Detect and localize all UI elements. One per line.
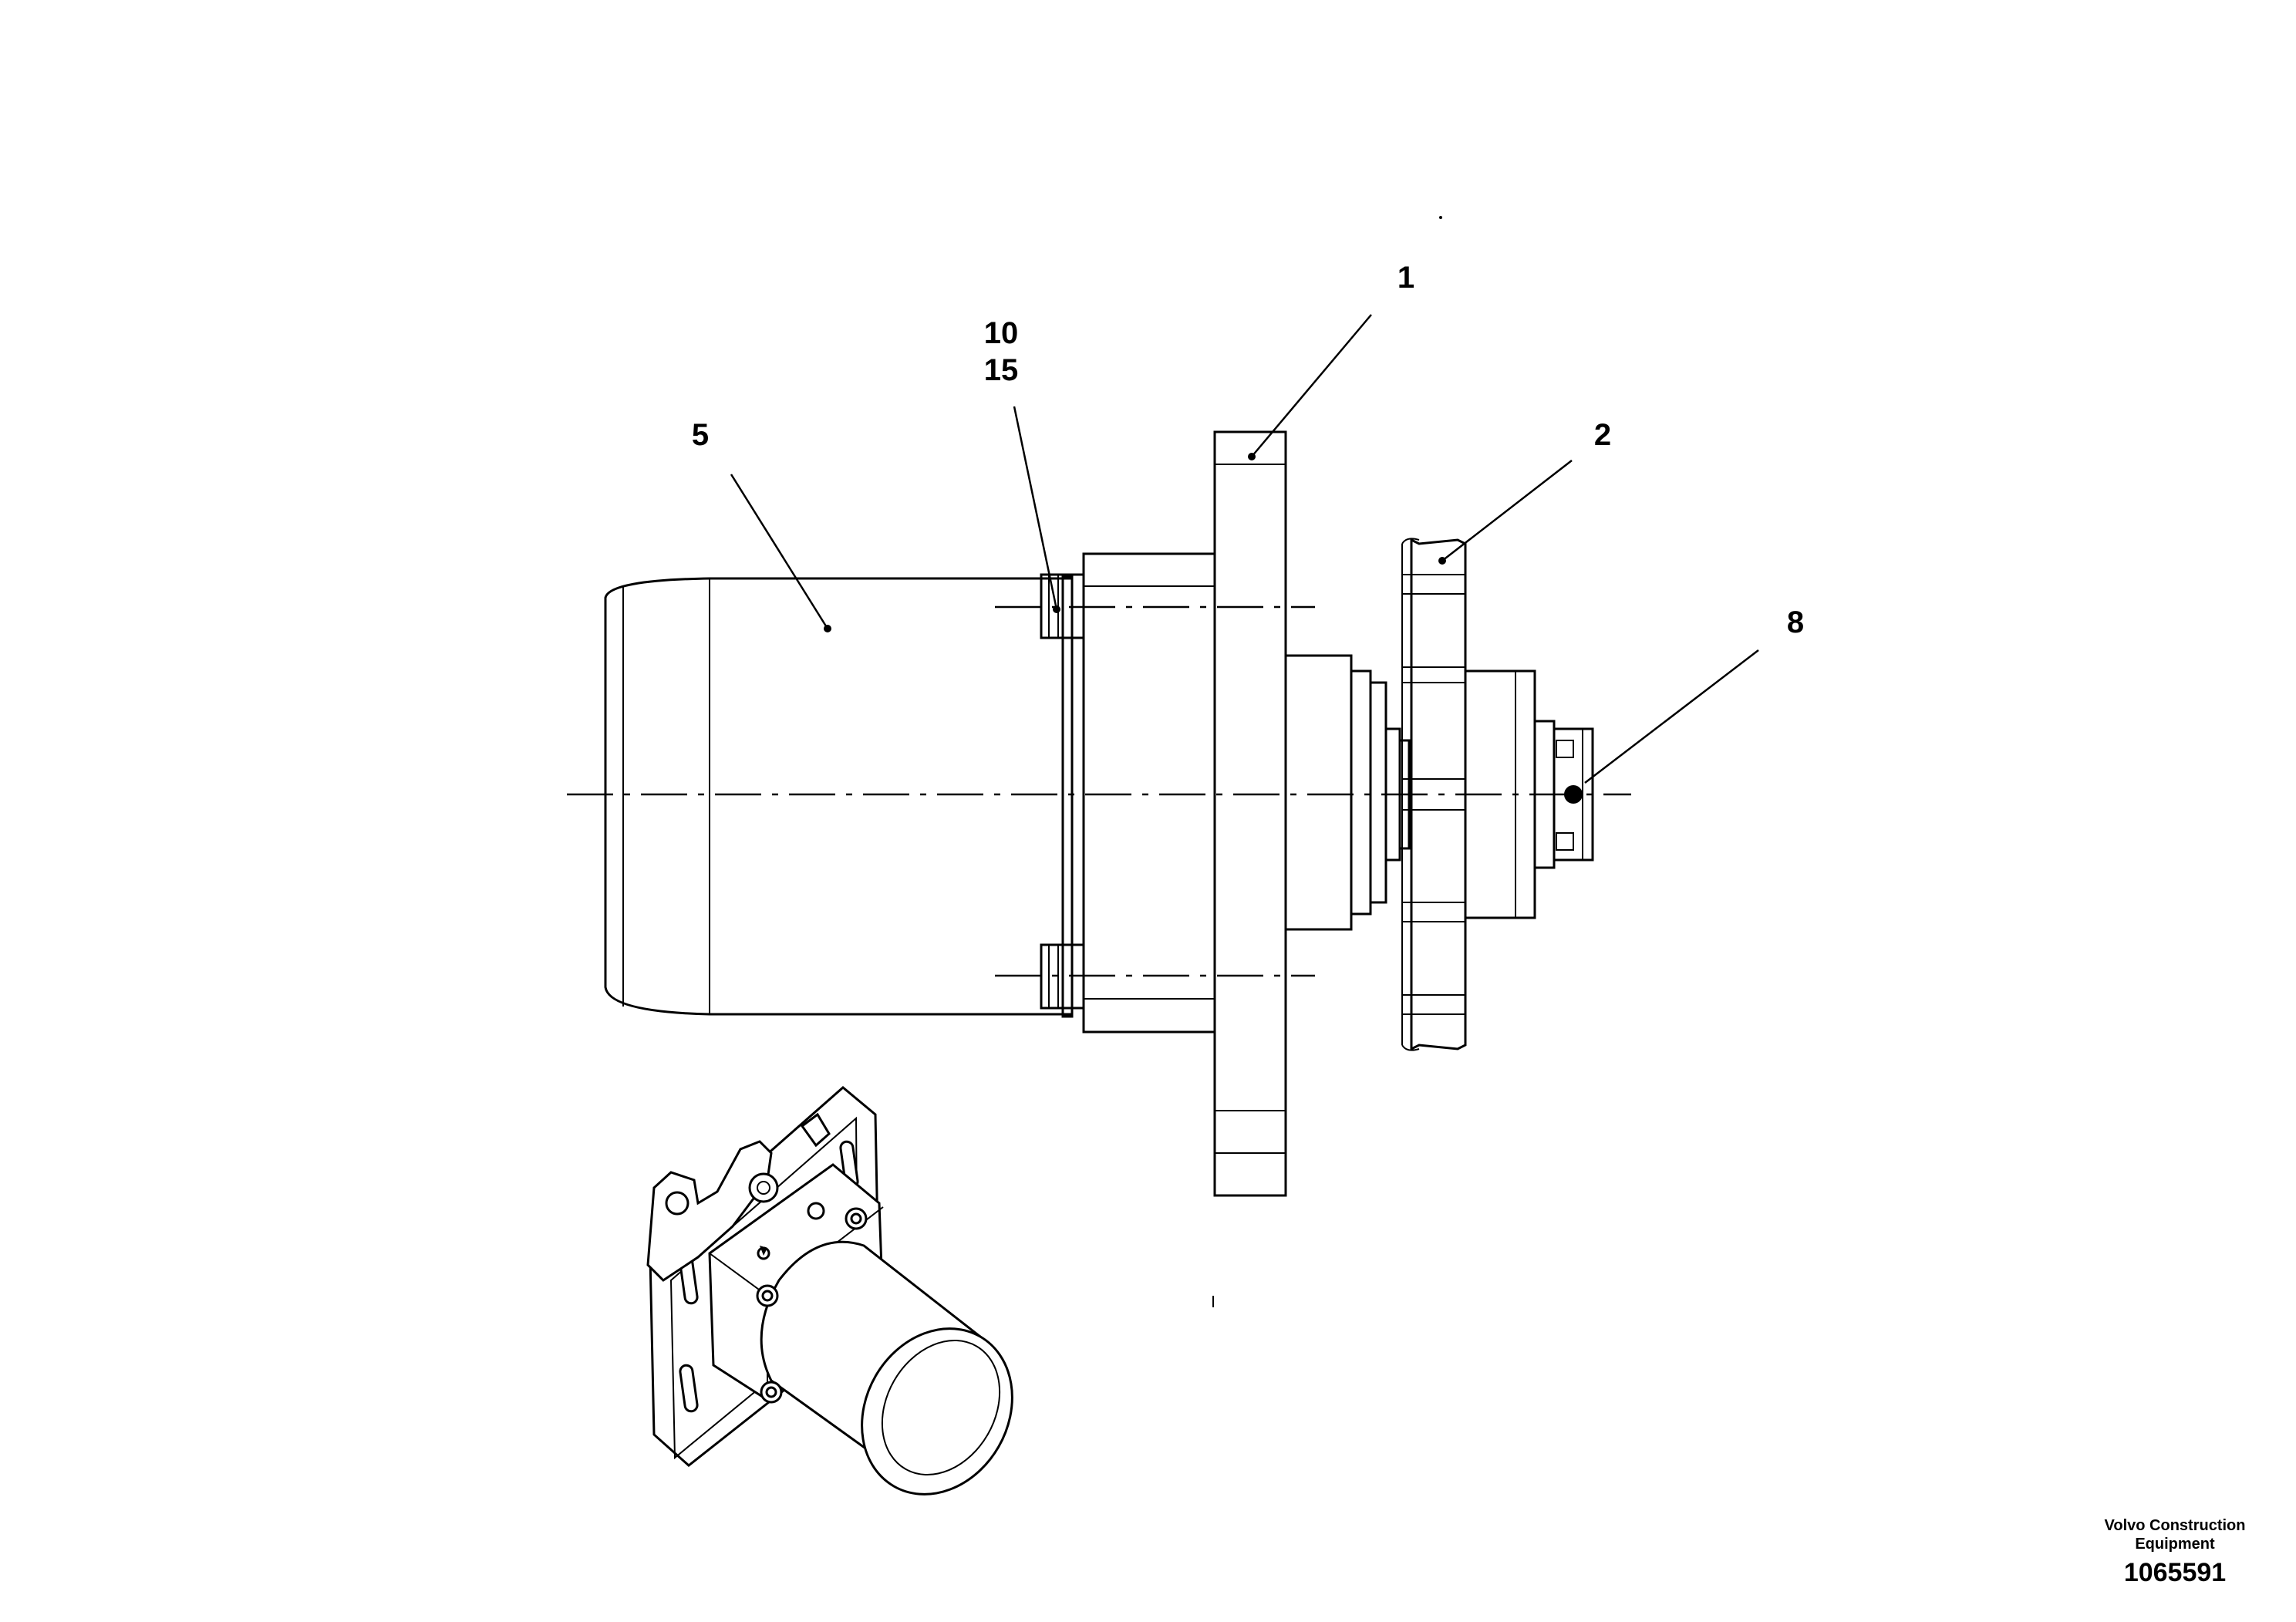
- stray-dot: [1439, 216, 1442, 219]
- adapter-block: [1082, 552, 1216, 1034]
- mounting-plate: [1213, 430, 1287, 1197]
- callout-1: 1: [1397, 261, 1414, 295]
- leader-8: [1584, 649, 1759, 784]
- leader-2: [1441, 460, 1573, 561]
- leader-10-15: [1013, 406, 1058, 610]
- callout-5: 5: [692, 418, 709, 452]
- shaft-end: [1464, 669, 1594, 919]
- isometric-view: [646, 1086, 1013, 1496]
- callout-8: 8: [1787, 605, 1804, 639]
- leader-5: [730, 474, 829, 629]
- callout-2: 2: [1594, 418, 1611, 452]
- motor-body: [604, 575, 1074, 1018]
- leader-1: [1251, 314, 1372, 457]
- sprocket: [1401, 538, 1467, 1051]
- callout-15: 15: [984, 353, 1019, 387]
- set-screw-dot: [1564, 785, 1583, 804]
- shaft-hub: [1284, 654, 1411, 931]
- callout-10: 10: [984, 316, 1019, 350]
